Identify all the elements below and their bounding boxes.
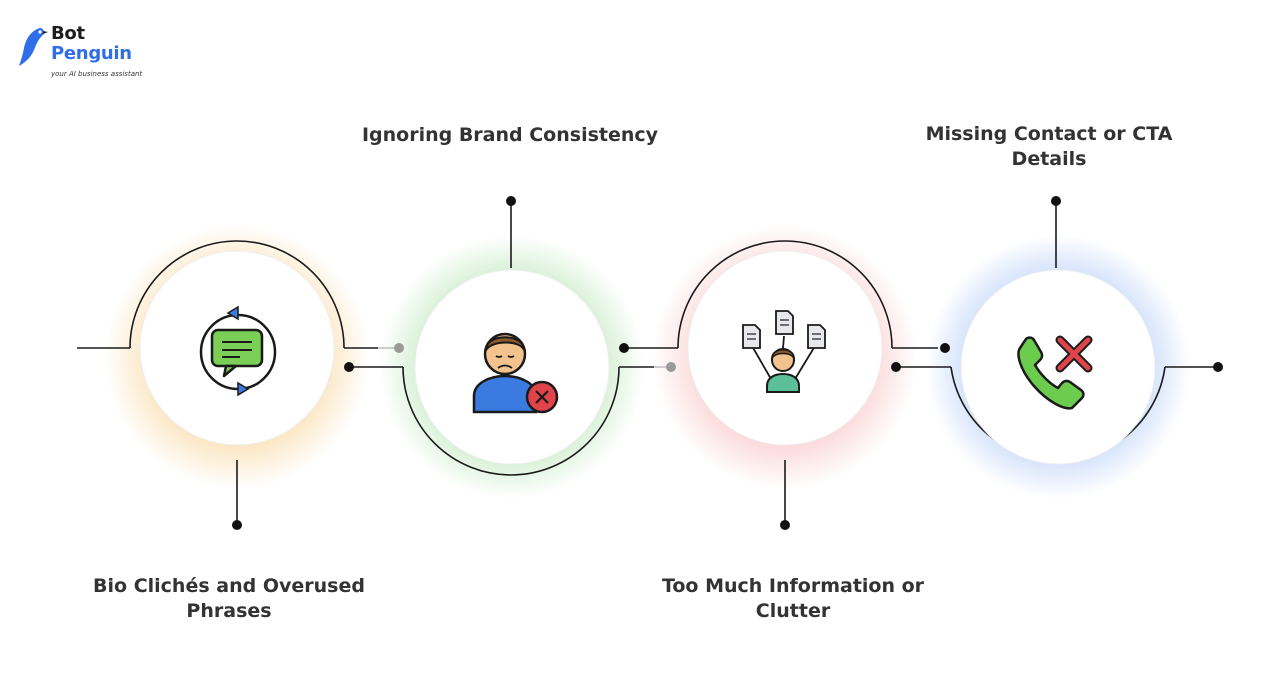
step-label-bio-cliches: Bio Clichés and Overused Phrases — [93, 575, 365, 622]
person-documents-overload-icon — [742, 310, 826, 393]
brand-name-line2: Penguin — [51, 43, 132, 64]
brand-logo: Bot Penguin your AI business assistant — [18, 24, 158, 84]
step-label-missing-contact: Missing Contact or CTA Details — [925, 123, 1173, 170]
phone-cancel-icon — [1017, 335, 1093, 410]
brand-name: Bot Penguin — [51, 24, 132, 64]
chat-refresh-icon — [199, 305, 277, 397]
brand-name-line1: Bot — [51, 23, 85, 44]
step-label-brand-consistency: Ignoring Brand Consistency — [361, 124, 659, 146]
penguin-logo-icon — [19, 28, 48, 66]
step-label-information-clutter: Too Much Information or Clutter — [661, 575, 925, 622]
brand-tagline: your AI business assistant — [51, 70, 143, 78]
sad-person-error-icon — [472, 332, 559, 414]
